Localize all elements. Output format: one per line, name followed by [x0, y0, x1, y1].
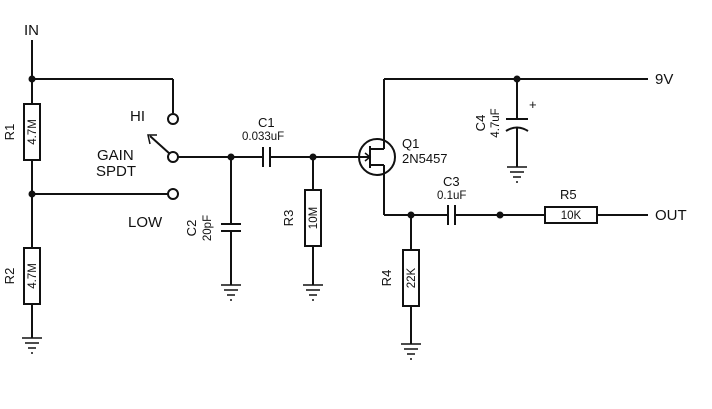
switch-hi-label: HI	[130, 108, 145, 125]
c2-label: C2	[184, 220, 199, 237]
r3-value: 10M	[308, 207, 320, 229]
q1-jfet-icon	[358, 138, 396, 176]
switch-lever	[149, 135, 171, 155]
junction-in	[28, 75, 36, 83]
switch-type-label: SPDT	[96, 163, 136, 180]
r1-label: R1	[2, 124, 17, 141]
c1-label: C1	[258, 115, 275, 130]
r2-value: 4.7M	[27, 263, 39, 289]
supply-label: 9V	[655, 71, 673, 88]
ground-icon	[22, 337, 42, 354]
switch-hi-terminal	[167, 113, 179, 125]
ground-icon	[401, 343, 421, 360]
r5-value: 10K	[561, 210, 582, 222]
r4-value: 22K	[406, 267, 418, 288]
ground-icon	[303, 284, 323, 301]
junction-out	[496, 211, 504, 219]
c4-value: 4.7uF	[490, 108, 502, 137]
ground-icon	[221, 284, 241, 301]
r5-label: R5	[560, 187, 577, 202]
switch-arrow-icon	[147, 134, 157, 145]
switch-low-label: LOW	[128, 214, 163, 231]
c4-label: C4	[473, 115, 488, 132]
c4-polarity: +	[529, 97, 537, 112]
switch-low-terminal	[167, 188, 179, 200]
ground-icon	[507, 166, 527, 183]
switch-name-label: GAIN	[97, 147, 134, 164]
c3-label: C3	[443, 174, 460, 189]
c1-value: 0.033uF	[242, 131, 284, 143]
r4-label: R4	[379, 270, 394, 287]
c2-value: 20pF	[202, 215, 214, 241]
junction-mid	[28, 190, 36, 198]
r1-value: 4.7M	[27, 119, 39, 145]
output-label: OUT	[655, 207, 687, 224]
q1-label: Q1	[402, 136, 419, 151]
r3-label: R3	[281, 210, 296, 227]
c3-value: 0.1uF	[437, 190, 466, 202]
q1-value: 2N5457	[402, 151, 448, 166]
input-label: IN	[24, 22, 39, 39]
r2-label: R2	[2, 268, 17, 285]
